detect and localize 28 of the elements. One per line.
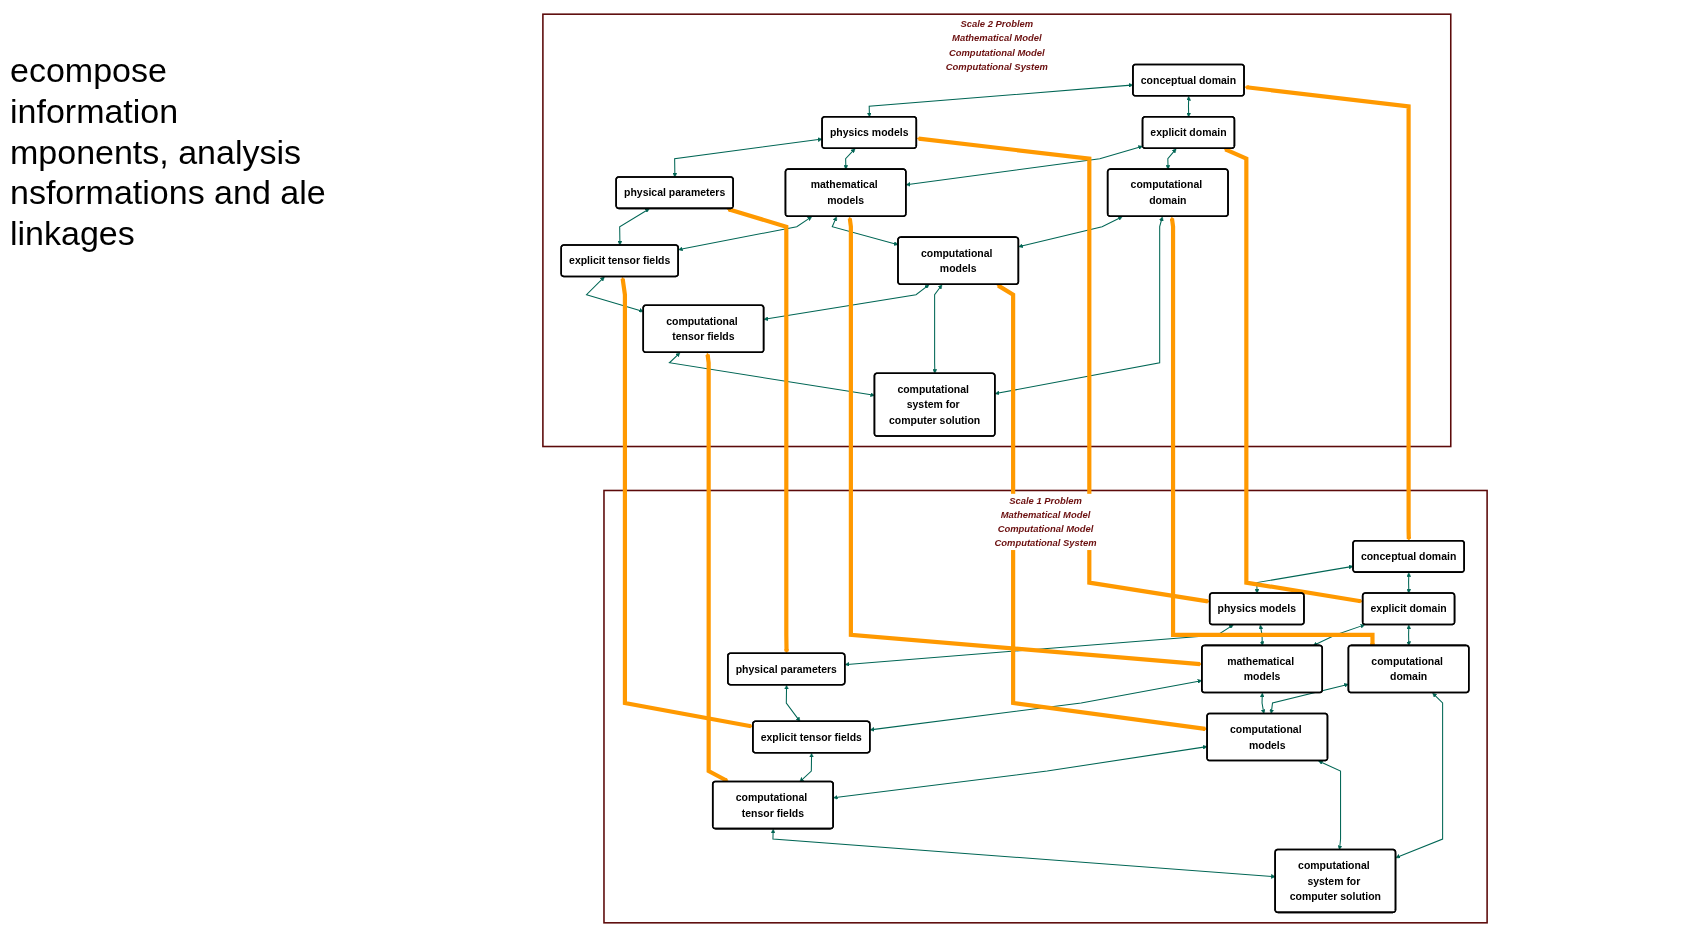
arrow [705, 352, 729, 783]
arrow [617, 208, 650, 246]
arrow [1406, 624, 1412, 646]
arrow [672, 137, 823, 178]
arrow [1018, 216, 1123, 248]
arrow [784, 684, 801, 722]
arrow [1186, 96, 1191, 118]
arrow [726, 207, 789, 654]
arrow [1259, 692, 1266, 714]
arrow [1244, 85, 1412, 542]
heading-text: ecompose information mponents, analysis nsformations and ale linkages [10, 50, 327, 254]
arrow [1406, 572, 1412, 594]
arrow [833, 744, 1208, 800]
arrow [1318, 760, 1343, 850]
arrow [763, 284, 930, 321]
arrow [678, 216, 813, 252]
arrow [585, 276, 644, 313]
arrow [843, 148, 856, 170]
arrow [668, 352, 875, 397]
arrow [1269, 683, 1349, 714]
arrow [1254, 564, 1354, 594]
arrow [905, 145, 1143, 187]
arrow [799, 752, 814, 782]
arrow [932, 284, 943, 374]
arrow [994, 216, 1164, 396]
arrow [1165, 148, 1177, 170]
arrow [1395, 692, 1444, 859]
arrow [770, 828, 1276, 879]
